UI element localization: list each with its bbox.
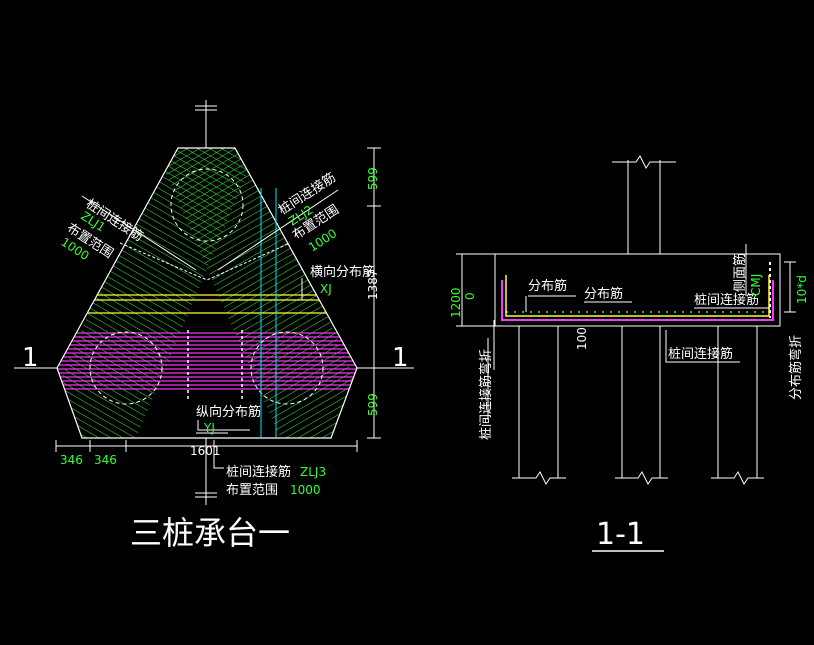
yj-code: YJ: [203, 421, 215, 435]
dim-bottom-total: 1601: [190, 444, 221, 458]
section-mark-right: 1: [392, 343, 409, 373]
zlj3-range-value: 1000: [290, 483, 321, 497]
section-title: 1-1: [596, 517, 645, 552]
section-label-side-code: CMJ: [749, 274, 763, 296]
dim-right-bottom: 599: [366, 393, 380, 416]
dim-right-top: 599: [366, 167, 380, 190]
dim-bottom-1: 346: [60, 453, 83, 467]
xj-code: XJ: [320, 282, 332, 296]
zlj3-label: 桩间连接筋: [226, 464, 291, 480]
section-mark-left: 1: [22, 343, 39, 373]
section-dim-height: 1200: [449, 287, 463, 318]
dim-right-mid: 1387: [366, 269, 380, 300]
dim-bottom-2: 346: [94, 453, 117, 467]
section-label-zlj-bottom: 桩间连接筋: [668, 346, 733, 362]
section-label-dist-bend: 分布筋弯折: [788, 335, 804, 400]
section-label-side-bar: 侧面筋: [732, 253, 748, 292]
section-label-zlj: 桩间连接筋: [694, 292, 759, 308]
plan-title: 三桩承台一: [130, 514, 290, 552]
section-label-zlj-bend: 桩间连接筋弯折: [478, 349, 494, 440]
zlj3-code: ZLJ3: [300, 465, 326, 479]
section-label-dist-1: 分布筋: [528, 278, 567, 294]
yj-label: 纵向分布筋: [196, 404, 261, 420]
section-dim-bend: 10*d: [795, 275, 809, 304]
section-1-1: [456, 155, 796, 485]
section-dim-small-a: 0: [463, 292, 477, 300]
zlj3-range-label: 布置范围: [226, 483, 278, 498]
xj-label: 横向分布筋: [310, 264, 375, 280]
section-dim-small-b: 100: [575, 327, 589, 350]
section-label-dist-2: 分布筋: [584, 286, 623, 302]
